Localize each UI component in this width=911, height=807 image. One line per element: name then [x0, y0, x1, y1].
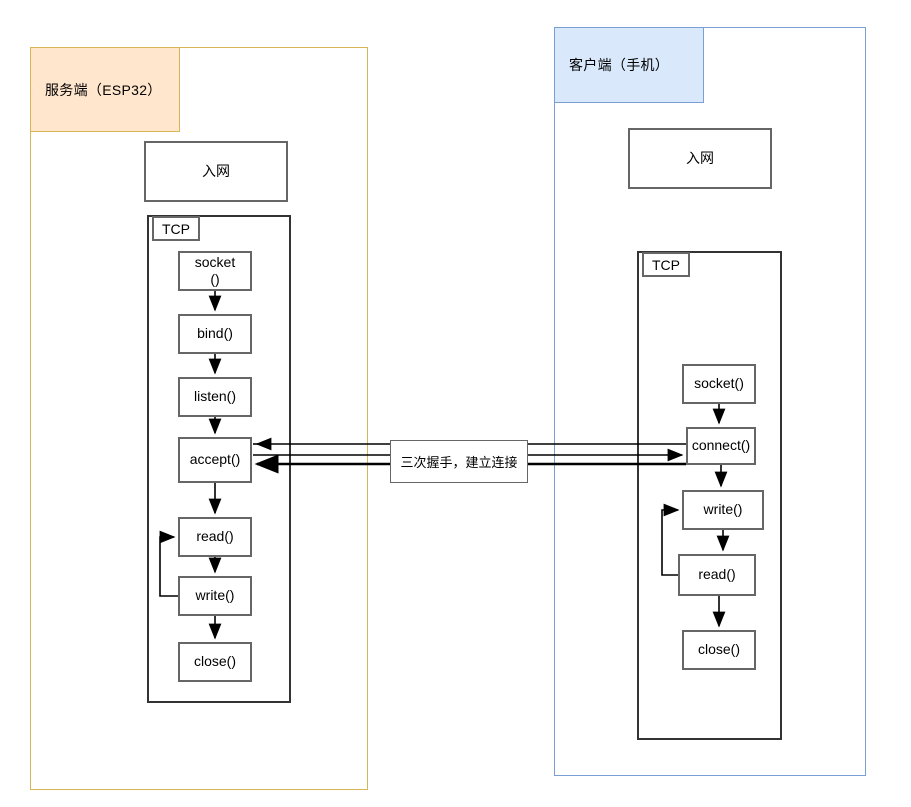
server-tcp-group-label: TCP: [152, 216, 200, 241]
client-step-connect: connect(): [686, 427, 756, 465]
server-step-read-label: read(): [196, 528, 234, 545]
handshake-label-text: 三次握手，建立连接: [400, 455, 518, 470]
client-step-connect-label: connect(): [691, 437, 751, 454]
client-network-box: 入网: [628, 128, 772, 189]
server-step-close: close(): [178, 642, 252, 682]
server-step-close-label: close(): [193, 653, 236, 670]
client-step-close-label: close(): [697, 641, 740, 658]
server-network-box: 入网: [144, 141, 288, 202]
swimlane-server-title-text: 服务端（ESP32）: [45, 81, 162, 98]
server-step-listen-label: listen(): [193, 388, 236, 405]
server-tcp-group-label-text: TCP: [162, 220, 190, 237]
server-network-box-label: 入网: [202, 162, 230, 179]
swimlane-client-title: 客户端（手机）: [554, 27, 704, 103]
server-step-bind-label: bind(): [197, 325, 233, 342]
client-step-socket-label: socket(): [694, 375, 744, 392]
server-step-accept: accept(): [178, 437, 252, 483]
client-step-read: read(): [678, 554, 756, 596]
server-step-listen: listen(): [178, 377, 252, 417]
handshake-label-box: 三次握手，建立连接: [390, 440, 528, 483]
server-step-accept-label: accept(): [189, 451, 241, 468]
server-step-socket-line1: socket: [194, 253, 236, 270]
swimlane-client-title-text: 客户端（手机）: [569, 57, 670, 73]
server-step-socket: socket (): [178, 251, 252, 291]
client-network-box-label: 入网: [686, 149, 714, 166]
server-step-bind: bind(): [178, 314, 252, 354]
client-step-write: write(): [682, 490, 764, 530]
client-step-read-label: read(): [698, 566, 736, 583]
swimlane-server-title: 服务端（ESP32）: [30, 47, 180, 132]
client-step-write-label: write(): [703, 501, 743, 518]
client-step-socket: socket(): [682, 364, 756, 404]
server-step-write-label: write(): [195, 587, 235, 604]
server-step-read: read(): [178, 517, 252, 557]
client-step-close: close(): [682, 630, 756, 670]
client-tcp-group-label: TCP: [642, 252, 690, 277]
client-tcp-group-label-text: TCP: [652, 256, 680, 273]
server-step-write: write(): [178, 576, 252, 616]
server-step-socket-line2: (): [210, 271, 220, 287]
